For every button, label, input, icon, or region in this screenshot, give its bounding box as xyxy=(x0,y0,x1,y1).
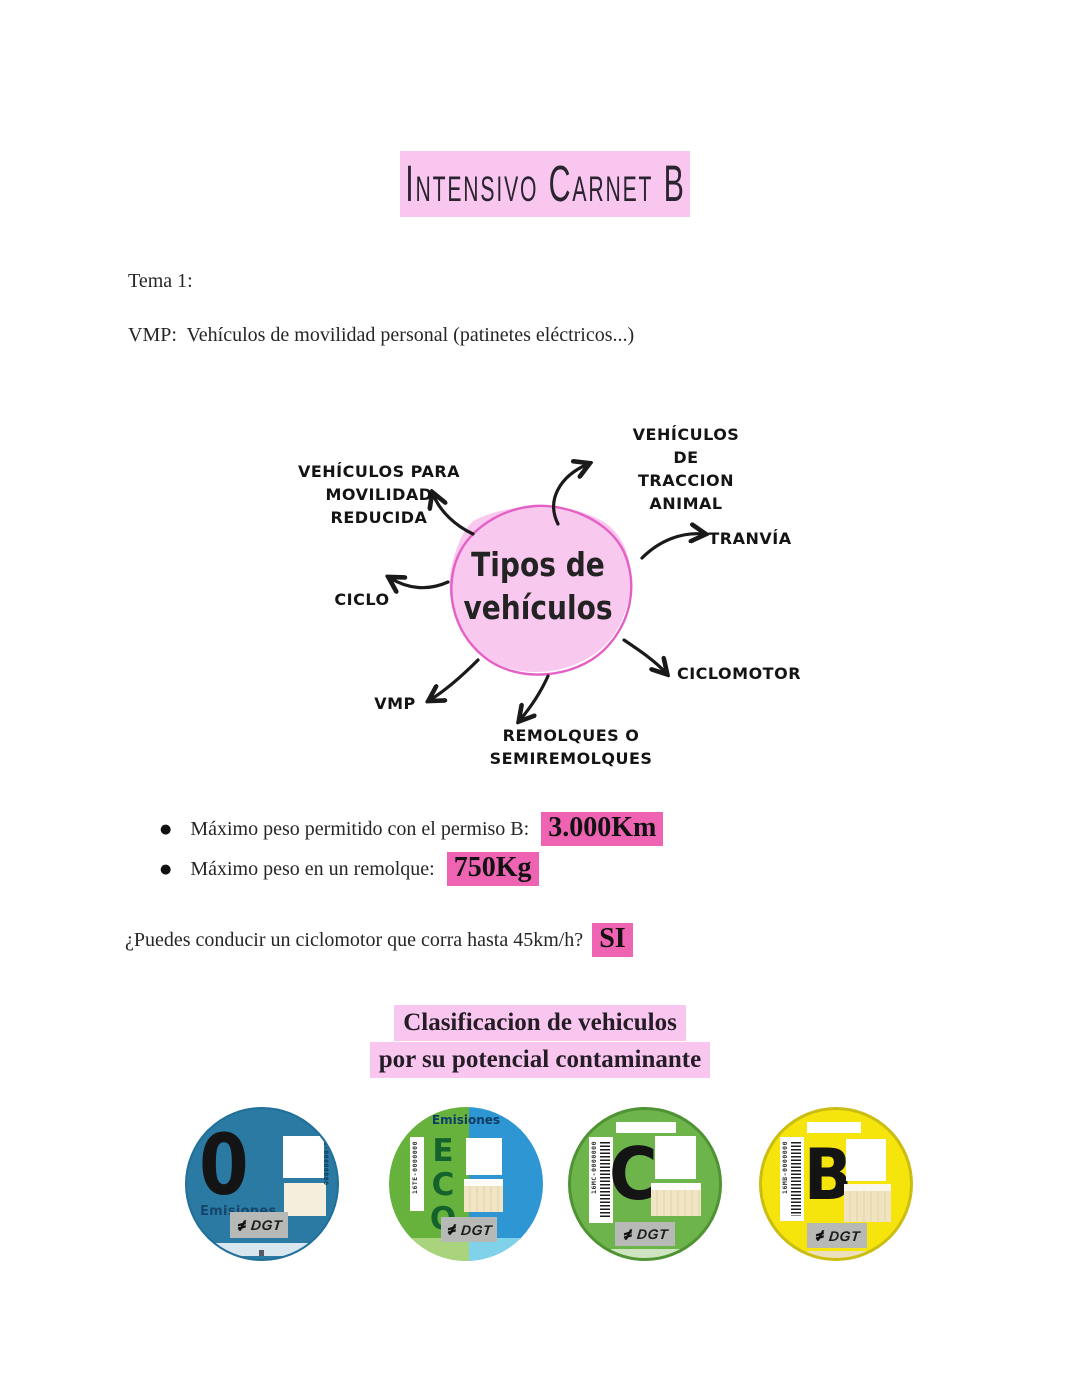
dgt-text: DGT xyxy=(460,1221,493,1238)
arrow-to-vmp xyxy=(430,658,480,700)
badge-serial: 16-00000000 xyxy=(322,1137,330,1186)
heading-line-1: Clasificacion de vehiculos xyxy=(394,1005,686,1041)
mindmap-center-label: Tipos de vehículos xyxy=(463,545,613,627)
dgt-logo: DGT xyxy=(230,1212,288,1238)
bullet-max-peso-permiso-b: ● Máximo peso permitido con el permiso B… xyxy=(160,808,664,850)
badge-c: 16MC-0000000 C DGT xyxy=(568,1107,722,1261)
center-blob xyxy=(449,506,631,673)
badge-serial: 16TE-0000000 xyxy=(411,1141,419,1194)
dgt-text: DGT xyxy=(636,1226,669,1242)
vehicle-types-mindmap: Tipos de vehículos VEHÍCULOS PARA MOVILI… xyxy=(280,410,802,782)
badge-top-label xyxy=(616,1122,676,1133)
node-movilidad-reducida: VEHÍCULOS PARA MOVILIDAD REDUCIDA xyxy=(297,462,461,527)
dgt-logo: DGT xyxy=(615,1222,675,1246)
badge-bottom-strip xyxy=(389,1238,543,1261)
section-heading: Clasificacion de vehiculos por su potenc… xyxy=(0,1004,1080,1078)
node-ciclo: CICLO xyxy=(334,590,390,609)
badge-eco-emisiones-text: Emisiones xyxy=(431,1113,501,1127)
badge-serial: 16MC-0000000 xyxy=(590,1141,598,1194)
badge-serial-bar xyxy=(410,1137,424,1211)
node-tranvia: TRANVÍA xyxy=(708,529,792,548)
badge-barcode-bar xyxy=(780,1137,804,1221)
highlighted-value-750kg: 750Kg xyxy=(446,851,539,887)
arrow-to-tranvia xyxy=(640,534,704,560)
badge-zero-emisiones: 0 Emisiones 16-00000000 DGT xyxy=(185,1107,339,1261)
arrow-to-ciclo xyxy=(390,578,450,588)
dgt-symbol-icon xyxy=(237,1219,247,1231)
badge-eco: Emisiones 16TE-0000000 E C O DGT xyxy=(389,1107,543,1261)
badge-c-label: C xyxy=(609,1132,658,1216)
dgt-text: DGT xyxy=(250,1217,283,1233)
arrow-to-ciclomotor xyxy=(622,638,666,673)
badge-sticker-window xyxy=(844,1184,891,1222)
bullet-icon: ● xyxy=(160,821,172,837)
arrow-to-traccion-animal xyxy=(552,464,588,526)
dgt-symbol-icon xyxy=(623,1228,633,1240)
barcode-icon xyxy=(600,1142,610,1218)
badge-bottom-strip xyxy=(215,1243,315,1256)
badge-bottom-mark xyxy=(259,1250,264,1256)
badge-sticker-window xyxy=(846,1139,886,1181)
node-remolques: REMOLQUES O SEMIREMOLQUES xyxy=(489,726,653,768)
dgt-symbol-icon xyxy=(447,1224,457,1235)
dgt-logo: DGT xyxy=(807,1223,867,1248)
center-blob-outline xyxy=(450,504,633,676)
mindmap-drawing xyxy=(280,410,800,782)
page-title-highlight: Intensivo Carnet B xyxy=(400,151,690,217)
node-vmp: VMP xyxy=(374,694,416,713)
badge-top-label xyxy=(807,1122,861,1133)
badge-sticker-window xyxy=(464,1179,503,1212)
question-text: ¿Puedes conducir un ciclomotor que corra… xyxy=(125,928,584,951)
badge-sticker-window xyxy=(283,1136,324,1178)
heading-line-2: por su potencial contaminante xyxy=(369,1042,711,1078)
badge-serial: 16MB-0000000 xyxy=(781,1141,789,1194)
bullet-max-peso-remolque: ● Máximo peso en un remolque: 750Kg xyxy=(160,848,539,890)
node-ciclomotor: CICLOMOTOR xyxy=(676,664,802,683)
dgt-symbol-icon xyxy=(815,1230,825,1241)
highlighted-answer-si: SI xyxy=(592,922,633,958)
arrow-to-movilidad-reducida xyxy=(433,494,475,536)
dgt-logo: DGT xyxy=(441,1217,497,1242)
badge-sticker-window xyxy=(655,1136,696,1179)
page-title: Intensivo Carnet B xyxy=(404,154,686,212)
arrow-to-remolques xyxy=(520,674,550,720)
node-traccion-animal: VEHÍCULOS DE TRACCION ANIMAL xyxy=(632,425,740,513)
bullet-text: Máximo peso permitido con el permiso B: xyxy=(190,817,530,840)
badge-barcode-bar xyxy=(589,1137,613,1223)
vmp-definition-line: VMP: Vehículos de movilidad personal (pa… xyxy=(128,324,635,346)
bullet-text: Máximo peso en un remolque: xyxy=(190,857,435,880)
barcode-icon xyxy=(791,1142,801,1216)
badge-sticker-window xyxy=(466,1138,502,1175)
question-row: ¿Puedes conducir un ciclomotor que corra… xyxy=(125,918,633,962)
dgt-text: DGT xyxy=(828,1227,861,1244)
badge-bottom-strip xyxy=(807,1251,877,1258)
badge-sticker-window xyxy=(651,1183,701,1216)
badge-sticker-window xyxy=(284,1183,326,1216)
bullet-icon: ● xyxy=(160,861,172,877)
badge-b: 16MB-0000000 B DGT xyxy=(759,1107,913,1261)
tema-line: Tema 1: xyxy=(128,270,193,292)
badge-bottom-strip xyxy=(611,1249,687,1258)
highlighted-value-3000km: 3.000Km xyxy=(541,811,664,847)
badge-zero-label: 0 xyxy=(199,1116,249,1214)
